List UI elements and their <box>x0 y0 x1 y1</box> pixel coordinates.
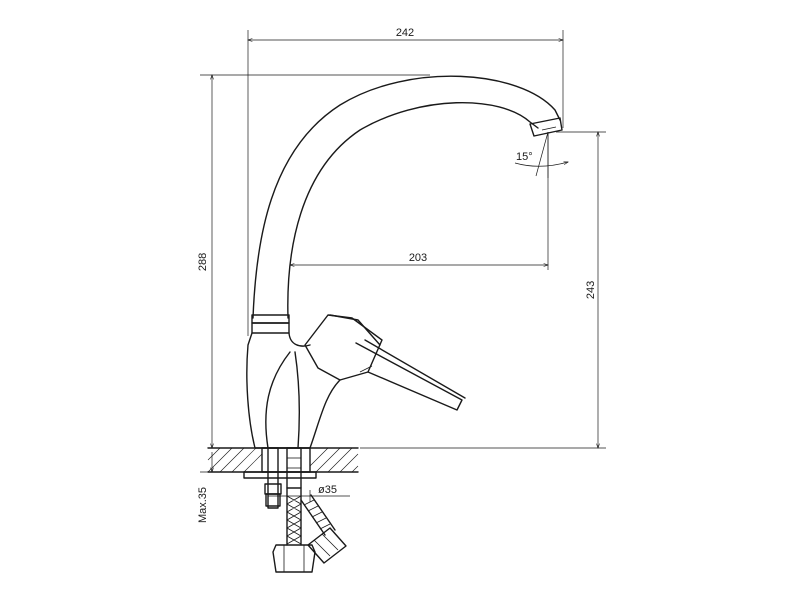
dimension-203-label: 203 <box>409 252 427 264</box>
dimension-swivel-angle: 15° <box>514 131 568 178</box>
faucet-spout <box>252 75 563 319</box>
dimension-max35-label: Max.35 <box>197 487 209 523</box>
flexible-hoses <box>286 487 336 546</box>
dimension-spout-reach: 203 <box>290 132 548 270</box>
dimension-hole-diameter: ø35 <box>267 484 350 502</box>
dimension-diameter-label: ø35 <box>318 484 337 496</box>
dimension-overall-reach: 242 <box>248 27 563 336</box>
dimension-total-height: 288 <box>197 75 430 448</box>
dimension-242-label: 242 <box>396 27 414 39</box>
dimension-max-countertop: Max.35 <box>197 452 240 523</box>
dimension-spout-height: 243 <box>360 132 606 448</box>
hose-connector-nuts <box>272 527 347 573</box>
dimension-15-degree-label: 15° <box>516 151 533 163</box>
countertop-section <box>207 447 359 473</box>
mounting-hardware <box>243 447 317 509</box>
faucet-body <box>246 332 341 449</box>
countertop-hatch <box>207 447 359 473</box>
spout-collar <box>251 314 290 334</box>
dimension-288-label: 288 <box>197 253 209 271</box>
lever-handle[interactable] <box>304 314 466 411</box>
dimension-243-label: 243 <box>585 281 597 299</box>
